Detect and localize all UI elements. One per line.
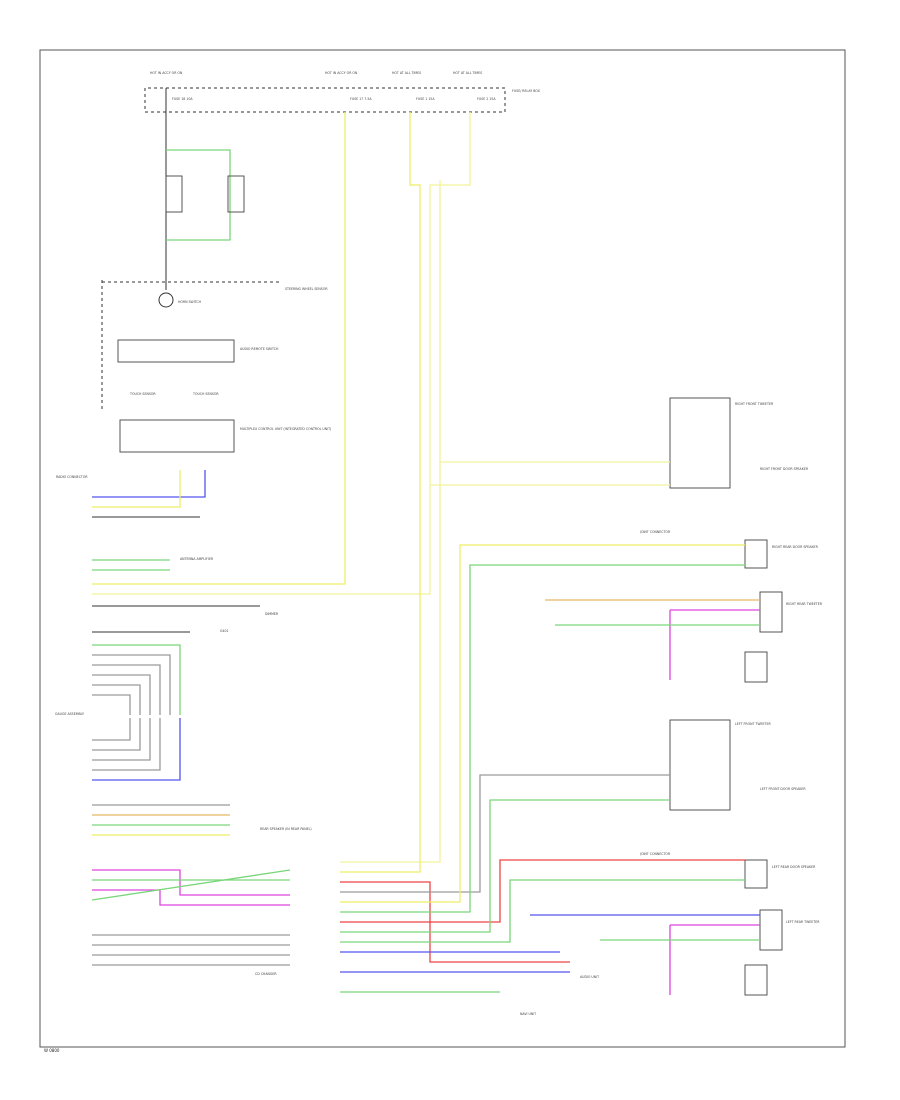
horn-switch-label: HORN SWITCH — [178, 300, 202, 304]
hot-label-4: HOT AT ALL TIMES — [453, 71, 482, 75]
wire-green-stack-1 — [92, 644, 181, 715]
rear-door-r-label: RIGHT REAR DOOR SPEAKER — [772, 545, 819, 549]
wire-vert-yellow-2 — [340, 544, 560, 903]
cd-changer-label: CD CHANGER — [255, 972, 277, 976]
hot-label-1: HOT IN ACCY OR ON — [150, 71, 183, 75]
touch-sensor-2: TOUCH SENSOR — [192, 392, 219, 396]
wire-vert-green-2 — [340, 799, 600, 933]
relay-left — [165, 175, 183, 213]
horn-symbol — [158, 292, 174, 308]
diagram-frame — [39, 49, 846, 1048]
left-front-speaker-frame — [669, 719, 731, 811]
relay-right — [227, 175, 245, 213]
wire-rt-magenta — [669, 609, 760, 680]
wire-gray-stack-1 — [92, 654, 171, 715]
multiplex-label: MULTIPLEX CONTROL UNIT (INTEGRATED CONTR… — [240, 427, 331, 431]
wire-yellow-radio — [92, 470, 181, 508]
fuse-d-label: FUSE 2 15A — [477, 97, 496, 101]
touch-sensor-1: TOUCH SENSOR — [129, 392, 156, 396]
steering-sensor-label: STEERING WHEEL SENSOR — [285, 287, 328, 291]
wire-gray-stack-3 — [92, 674, 151, 715]
hot-label-2: HOT IN ACCY OR ON — [325, 71, 358, 75]
radio-connector-label: RADIO CONNECTOR — [56, 475, 88, 479]
rear-door-r-box — [744, 539, 768, 569]
footer-code: W 0800 — [44, 1048, 60, 1053]
right-coupling-label: JOINT CONNECTOR — [639, 530, 671, 534]
wire-gray-stack-4 — [92, 684, 141, 715]
fuse-b-label: FUSE 17 7.5A — [350, 97, 372, 101]
left-coupling-label: JOINT CONNECTOR — [639, 852, 671, 856]
rear-door-l-box — [744, 859, 768, 889]
left-front-door-label: LEFT FRONT DOOR SPEAKER — [760, 787, 806, 791]
wire-gray-stack-2 — [92, 664, 161, 715]
wire-green-cd-2 — [91, 869, 291, 901]
antenna-label: ANTENNA AMPLIFIER — [180, 557, 214, 561]
wire-vert-yellow — [340, 112, 421, 873]
right-rear-speaker-box — [744, 651, 768, 683]
fuse-area: HOT IN ACCY OR ON HOT IN ACCY OR ON HOT … — [144, 71, 541, 113]
fuse-block-label: FUSE/ RELAY BOX — [512, 89, 541, 93]
wire-magenta-cd-2 — [92, 889, 290, 906]
radio-unit-label: AUDIO UNIT — [580, 975, 599, 979]
wire-gauge-4 — [92, 718, 161, 771]
audio-unit-connector: AUDIO UNIT NAVI UNIT — [340, 112, 600, 1016]
wire-yellow-fuse — [92, 112, 346, 585]
left-rear-tweeter-label: LEFT REAR TWEETER — [786, 920, 820, 924]
right-front-door-label: RIGHT FRONT DOOR SPEAKER — [760, 467, 809, 471]
wire-vert-lightyellow — [340, 180, 441, 863]
right-tweeter-box — [759, 591, 783, 633]
right-rear-tweeter-label: RIGHT REAR TWEETER — [786, 602, 823, 606]
left-tweeter-box — [759, 909, 783, 951]
audio-remote-label: AUDIO REMOTE SWITCH — [240, 347, 279, 351]
fuse-a-label: FUSE 18 10A — [172, 97, 193, 101]
rear-speaker-label: REAR SPEAKER (IN REAR PANEL) — [260, 827, 312, 831]
right-front-speaker-frame — [669, 397, 731, 489]
wire-blue-radio — [92, 470, 206, 498]
fuse-c-label: FUSE 1 15A — [416, 97, 435, 101]
wire-vert-red-2 — [340, 859, 560, 923]
fuse-box-outline — [144, 87, 506, 113]
wire-lightyellow-fuse — [92, 112, 471, 595]
multiplex-box — [119, 419, 235, 453]
left-rear-speaker-box — [744, 964, 768, 996]
steering-area: STEERING WHEEL SENSOR HORN SWITCH AUDIO … — [101, 88, 331, 453]
wire-vert-green-3 — [340, 879, 560, 943]
left-front-tweeter-label: LEFT FRONT TWEETER — [735, 722, 772, 726]
wire-gauge-1 — [92, 718, 131, 741]
wire-gray-stack-5 — [92, 694, 131, 715]
g401-label: G401 — [220, 629, 229, 633]
wire-gauge-2 — [92, 718, 141, 751]
navi-unit-label: NAVI UNIT — [520, 1012, 536, 1016]
wire-gauge-blue — [92, 718, 181, 781]
wire-gauge-3 — [92, 718, 151, 761]
right-front-tweeter-label: RIGHT FRONT TWEETER — [735, 402, 774, 406]
right-speakers: RIGHT FRONT TWEETER RIGHT FRONT DOOR SPE… — [430, 397, 823, 996]
rear-door-l-label: LEFT REAR DOOR SPEAKER — [772, 865, 816, 869]
audio-remote-switch-box — [117, 339, 235, 363]
hot-label-3: HOT AT ALL TIMES — [392, 71, 421, 75]
wire-vert-green — [340, 564, 560, 913]
wire-vert-gray — [340, 774, 600, 893]
wire-magenta-cd — [92, 869, 290, 896]
gauge-label: GAUGE ASSEMBLY — [55, 712, 84, 716]
dimmer-label: DIMMER — [265, 612, 279, 616]
radio-connector: RADIO CONNECTOR ANTENNA AMPLIFIER DIMMER… — [55, 112, 471, 976]
wire-lt-magenta — [669, 924, 760, 995]
wire-horn-green — [166, 149, 231, 241]
